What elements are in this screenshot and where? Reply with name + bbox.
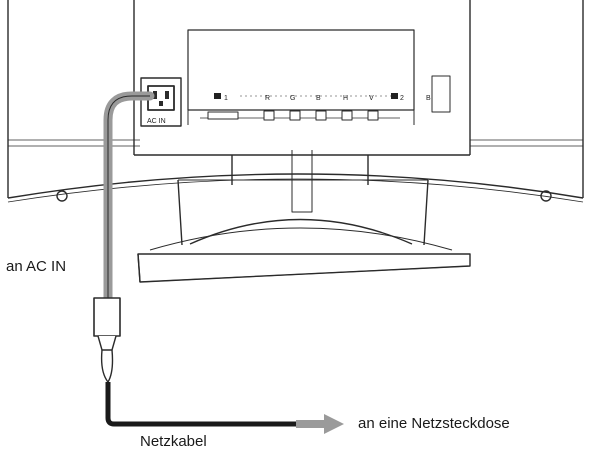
input-2-label: 2 (400, 95, 404, 102)
outlet-arrow (296, 414, 344, 434)
input-1-label: 1 (224, 95, 228, 102)
b-label: B (316, 95, 321, 102)
r-label: R (265, 95, 270, 102)
monitor-housing (7, 0, 584, 203)
cable-to-outlet (105, 382, 296, 427)
rear-panel (133, 0, 471, 156)
monitor-stand (137, 150, 471, 283)
cable-name-label: Netzkabel (140, 433, 207, 450)
ac-in-callout: an AC IN (6, 258, 67, 275)
h-label: H (343, 95, 348, 102)
g-label: G (290, 95, 295, 102)
ac-in-socket (140, 77, 182, 127)
power-plug (93, 297, 121, 383)
connector-row (207, 75, 451, 121)
input-connector-icon (214, 93, 398, 99)
v-label: V (369, 95, 374, 102)
outlet-callout: an eine Netzsteckdose (358, 415, 510, 432)
right-port-label: B (426, 95, 431, 102)
ac-in-plate-label: AC IN (147, 118, 166, 125)
